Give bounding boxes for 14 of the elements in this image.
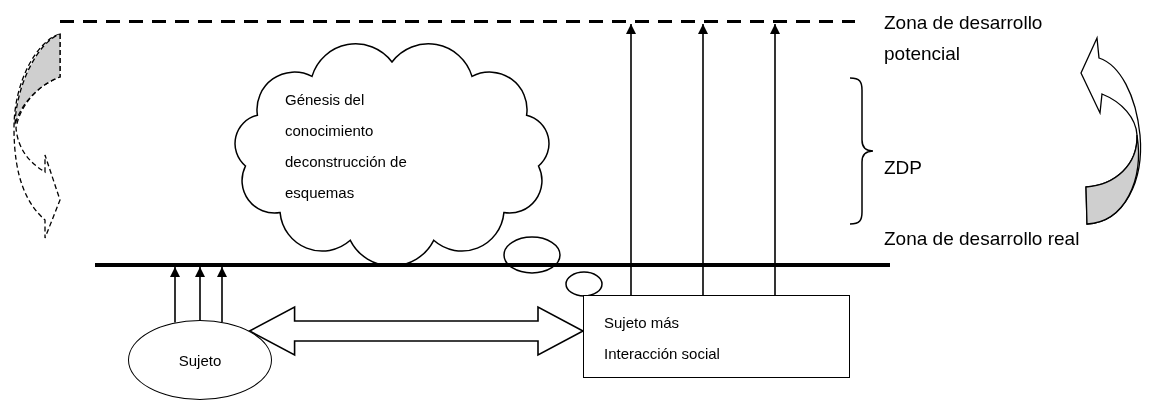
zone-label: Zona de desarrollo real	[884, 227, 1081, 251]
node-text: Génesis del conocimiento deconstrucción de esquemas	[285, 90, 408, 203]
process-box	[583, 295, 850, 378]
zone-label: Zona de desarrollo potencial	[884, 11, 1044, 66]
arrow	[626, 23, 636, 296]
arrow	[170, 266, 180, 324]
arrow	[195, 266, 205, 321]
node-text: Sujeto más Interacción social	[604, 313, 721, 364]
arrow	[698, 23, 708, 296]
zone-label: ZDP	[884, 156, 922, 180]
node-label: Sujeto	[178, 350, 222, 371]
arrow	[770, 23, 780, 296]
potential-level-line	[60, 19, 855, 24]
double-arrow	[247, 305, 585, 357]
